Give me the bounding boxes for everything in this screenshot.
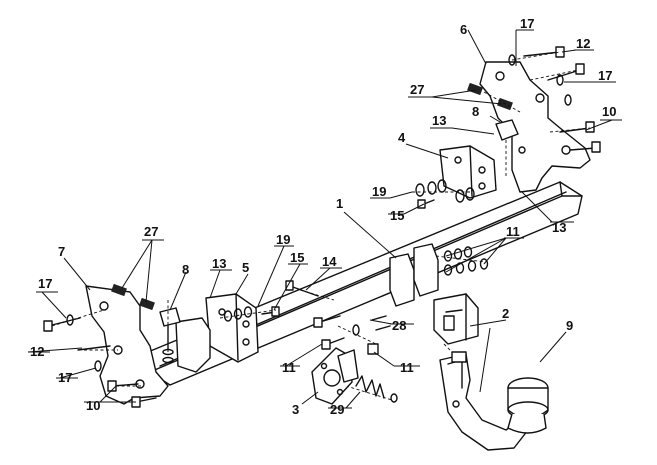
callout-8: 8 — [182, 262, 189, 277]
callout-15: 15 — [290, 250, 304, 265]
callout-1: 1 — [336, 196, 343, 211]
callout-labels: 17 6 12 17 27 8 10 13 4 19 15 13 1 11 27… — [28, 16, 622, 417]
ball-mount-housing — [433, 293, 479, 345]
callout-13: 13 — [552, 220, 566, 235]
callout-19: 19 — [276, 232, 290, 247]
callout-11: 11 — [506, 224, 520, 239]
assembly-lines — [51, 51, 591, 401]
main-cross-beam — [147, 181, 583, 386]
callout-10: 10 — [86, 398, 100, 413]
callout-10: 10 — [602, 104, 616, 119]
callout-11: 11 — [282, 360, 296, 375]
callout-19: 19 — [372, 184, 386, 199]
callout-15: 15 — [390, 208, 404, 223]
callout-2: 2 — [502, 306, 509, 321]
callout-27: 27 — [410, 82, 424, 97]
spring — [355, 375, 398, 403]
callout-27: 27 — [144, 224, 158, 239]
callout-11: 11 — [400, 360, 414, 375]
callout-17: 17 — [598, 68, 612, 83]
callout-6: 6 — [460, 22, 467, 37]
callout-17: 17 — [520, 16, 534, 31]
callout-28: 28 — [392, 318, 406, 333]
callout-13: 13 — [432, 113, 446, 128]
left-stay-plate — [175, 317, 211, 373]
centre-clamp-brackets — [389, 243, 439, 307]
callout-29: 29 — [330, 402, 344, 417]
tow-ball — [507, 377, 549, 434]
callout-14: 14 — [322, 254, 337, 269]
callout-3: 3 — [292, 402, 299, 417]
callout-13: 13 — [212, 256, 226, 271]
socket-plate — [311, 347, 359, 405]
callout-12: 12 — [576, 36, 590, 51]
leader-lines — [27, 29, 613, 409]
callout-9: 9 — [566, 318, 573, 333]
right-mount-plate — [439, 145, 497, 199]
left-side-bracket — [85, 285, 169, 405]
rubber-pads — [111, 82, 513, 311]
callout-7: 7 — [58, 244, 65, 259]
callout-4: 4 — [398, 130, 406, 145]
callout-5: 5 — [242, 260, 249, 275]
callout-8: 8 — [472, 104, 479, 119]
callout-17: 17 — [38, 276, 52, 291]
